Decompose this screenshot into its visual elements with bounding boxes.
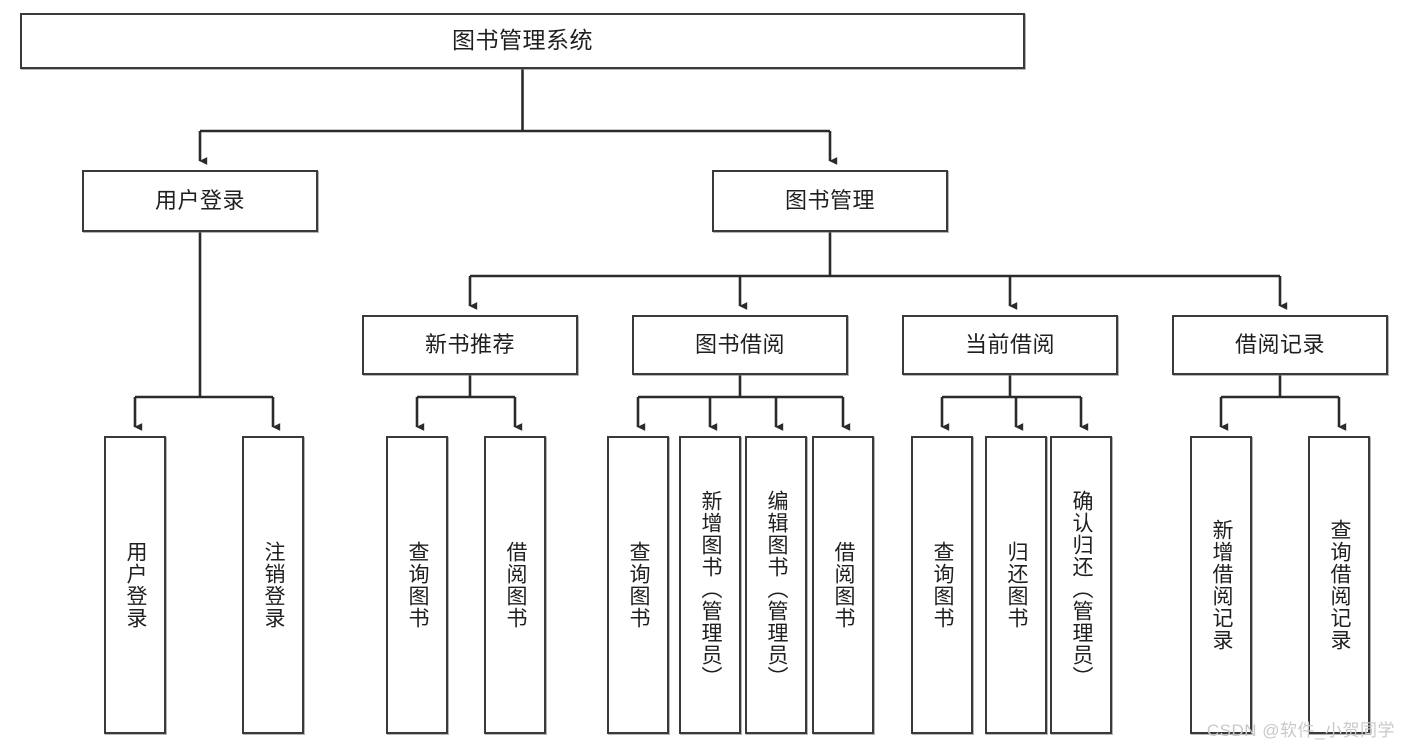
node-leaf-user-login[interactable]: 用户登录 (104, 436, 166, 734)
node-label: 当前借阅 (964, 331, 1055, 357)
node-label: 用户登录 (123, 541, 147, 629)
node-label: 查询图书 (626, 541, 650, 629)
node-label: 归还图书 (1004, 541, 1028, 629)
node-book-manage[interactable]: 图书管理 (712, 170, 948, 232)
node-label: 新增借阅记录 (1209, 519, 1233, 651)
node-label: 编辑图书（管理员） (764, 490, 788, 688)
node-label: 查询图书 (930, 541, 954, 629)
node-leaf-user-logout[interactable]: 注销登录 (242, 436, 304, 734)
node-root-图书管理系统[interactable]: 图书管理系统 (20, 13, 1025, 69)
node-label: 查询图书 (405, 541, 429, 629)
node-leaf-query-book-3[interactable]: 查询图书 (911, 436, 973, 734)
node-leaf-add-record[interactable]: 新增借阅记录 (1190, 436, 1252, 734)
node-leaf-return-book[interactable]: 归还图书 (985, 436, 1047, 734)
node-label: 借阅记录 (1234, 331, 1325, 357)
node-label: 图书借阅 (694, 331, 785, 357)
node-leaf-confirm-return[interactable]: 确认归还（管理员） (1050, 436, 1112, 734)
node-book-borrow[interactable]: 图书借阅 (632, 315, 848, 375)
node-leaf-add-book[interactable]: 新增图书（管理员） (679, 436, 741, 734)
watermark-label: CSDN @软件_小贺同学 (1206, 721, 1395, 740)
node-label: 确认归还（管理员） (1069, 490, 1093, 688)
node-current-borrow[interactable]: 当前借阅 (902, 315, 1118, 375)
node-leaf-borrow-book-2[interactable]: 借阅图书 (812, 436, 874, 734)
node-label: 图书管理 (784, 187, 875, 213)
node-leaf-query-book-2[interactable]: 查询图书 (607, 436, 669, 734)
node-label: 新书推荐 (424, 331, 515, 357)
node-user-login[interactable]: 用户登录 (82, 170, 318, 232)
node-label: 用户登录 (154, 187, 245, 213)
node-label: 借阅图书 (831, 541, 855, 629)
node-borrow-record[interactable]: 借阅记录 (1172, 315, 1388, 375)
node-leaf-edit-book[interactable]: 编辑图书（管理员） (745, 436, 807, 734)
node-label: 图书管理系统 (452, 27, 593, 54)
node-label: 借阅图书 (503, 541, 527, 629)
node-label: 注销登录 (261, 541, 285, 629)
node-new-book-rec[interactable]: 新书推荐 (362, 315, 578, 375)
node-leaf-borrow-book-1[interactable]: 借阅图书 (484, 436, 546, 734)
node-leaf-query-book-1[interactable]: 查询图书 (386, 436, 448, 734)
node-leaf-query-record[interactable]: 查询借阅记录 (1308, 436, 1370, 734)
node-label: 查询借阅记录 (1327, 519, 1351, 651)
node-label: 新增图书（管理员） (698, 490, 722, 688)
